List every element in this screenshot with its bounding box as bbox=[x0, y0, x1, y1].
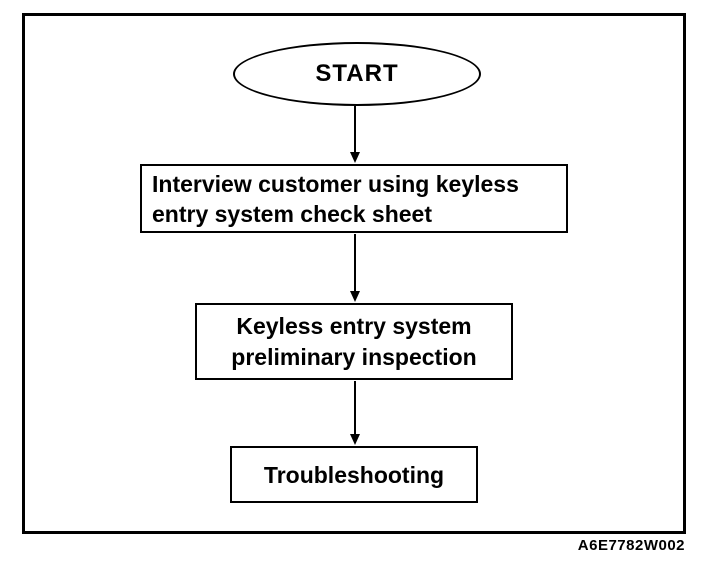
start-terminator: START bbox=[233, 42, 481, 106]
arrow-line bbox=[354, 381, 356, 434]
process-box-interview-customer: Interview customer using keyless entry s… bbox=[140, 164, 568, 233]
arrow-head-icon bbox=[350, 434, 360, 445]
figure-code: A6E7782W002 bbox=[577, 537, 685, 554]
process-box-text-line: entry system check sheet bbox=[152, 201, 432, 227]
arrow-inspection-to-troubleshooting bbox=[349, 381, 361, 445]
arrow-head-icon bbox=[350, 152, 360, 163]
diagram-border bbox=[22, 13, 686, 534]
arrow-line bbox=[354, 106, 356, 152]
process-box-troubleshooting: Troubleshooting bbox=[230, 446, 478, 503]
start-label: START bbox=[315, 60, 399, 87]
arrow-start-to-interview bbox=[349, 106, 361, 163]
arrow-head-icon bbox=[350, 291, 360, 302]
arrow-line bbox=[354, 234, 356, 291]
process-box-text-line: Keyless entry system bbox=[236, 313, 472, 339]
process-box-text-line: preliminary inspection bbox=[231, 344, 477, 370]
process-box-text-line: Troubleshooting bbox=[263, 461, 445, 488]
process-box-preliminary-inspection: Keyless entry system preliminary inspect… bbox=[195, 303, 513, 380]
process-box-text-line: Interview customer using keyless bbox=[152, 171, 519, 197]
arrow-interview-to-inspection bbox=[349, 234, 361, 302]
